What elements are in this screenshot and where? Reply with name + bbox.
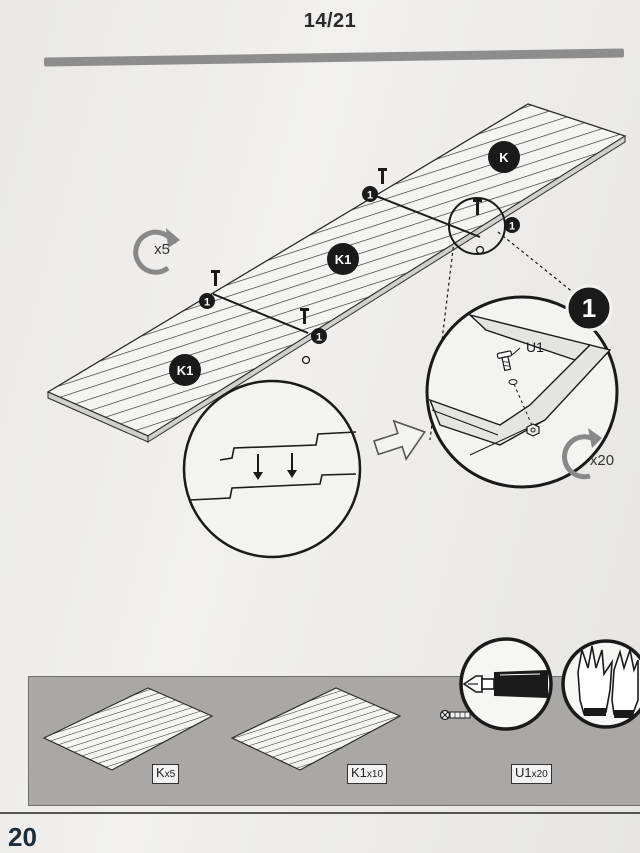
part-k1-illustration bbox=[230, 687, 402, 771]
rotate-arrow-icon bbox=[133, 228, 180, 275]
gloves-icon bbox=[561, 639, 640, 729]
arrow-right-icon bbox=[373, 419, 426, 461]
svg-text:1: 1 bbox=[367, 190, 373, 202]
screw-icon bbox=[439, 709, 471, 721]
svg-text:1: 1 bbox=[509, 221, 515, 233]
callout-badge: 1 bbox=[504, 217, 520, 233]
svg-text:K1: K1 bbox=[177, 363, 194, 378]
rotate-arrow-icon bbox=[562, 428, 602, 480]
svg-text:1: 1 bbox=[582, 293, 596, 323]
panel-label-k1: K1 bbox=[169, 354, 201, 386]
repeat-count: x5 bbox=[154, 241, 170, 258]
screw-icon bbox=[300, 308, 309, 324]
svg-text:K: K bbox=[499, 150, 509, 165]
screw-icon bbox=[211, 270, 220, 286]
footer-rule bbox=[0, 812, 640, 814]
callout-badge: 1 bbox=[362, 186, 378, 202]
panel-label-k: K bbox=[488, 141, 520, 173]
detail-badge: 1 bbox=[565, 284, 613, 332]
screw-icon bbox=[496, 350, 513, 372]
callout-badge: 1 bbox=[199, 293, 215, 309]
screw-icon bbox=[378, 168, 387, 184]
page-number: 20 bbox=[8, 822, 37, 852]
step-counter: 14/21 bbox=[303, 10, 357, 32]
svg-text:K1: K1 bbox=[335, 252, 352, 267]
repeat-count: x20 bbox=[590, 452, 614, 469]
joint-detail bbox=[182, 379, 362, 559]
panel-label-k1: K1 bbox=[327, 243, 359, 275]
part-label-u1: U1x20 bbox=[511, 764, 552, 784]
screw-icon bbox=[473, 199, 482, 215]
part-label-k1: K1x10 bbox=[347, 764, 388, 784]
callout-badge: 1 bbox=[311, 328, 327, 344]
part-k-illustration bbox=[42, 687, 214, 771]
svg-text:1: 1 bbox=[204, 297, 210, 309]
part-label-k: Kx5 bbox=[152, 764, 180, 784]
screw-detail: U1 bbox=[425, 295, 619, 489]
nut-icon bbox=[526, 423, 540, 437]
screw-code-label: U1 bbox=[526, 339, 544, 355]
svg-text:1: 1 bbox=[316, 332, 322, 344]
nut-icon bbox=[301, 355, 311, 365]
screwdriver-icon bbox=[459, 637, 553, 731]
magnify-circle bbox=[448, 197, 506, 255]
